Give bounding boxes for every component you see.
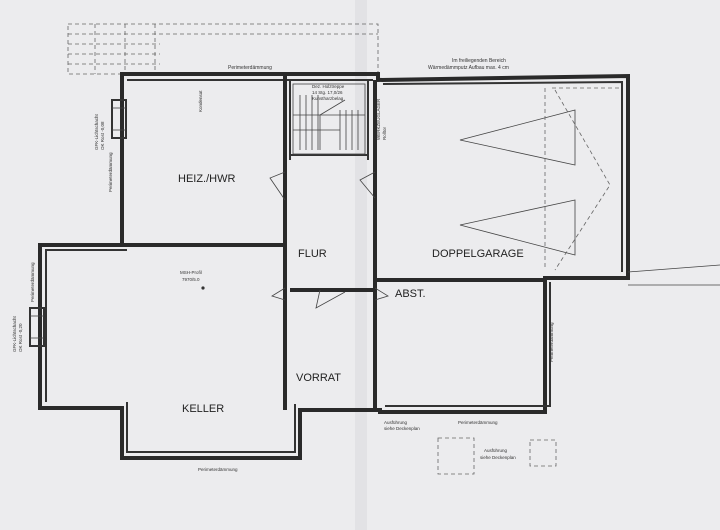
ausf-1-line-2: siehe Deckenplan (384, 426, 420, 431)
msh-label-2: 7970/5.0 (182, 277, 200, 282)
ausf-2-line-1: Ausführung (484, 448, 508, 453)
garage-note-1: Im freiliegenden Bereich (452, 58, 506, 64)
doors (269, 171, 389, 309)
lichtschacht-mid-2: OK Rost -0,20 (18, 323, 23, 352)
room-label-abst: ABST. (395, 288, 426, 300)
light-shaft-top (111, 99, 127, 139)
ceiling-opening-1 (437, 437, 475, 475)
perimeter-top-label: Perimeterdämmung (228, 65, 272, 71)
perimeter-bottom-left-label: Perimeterdämmung (198, 467, 238, 472)
stair-note-3: Kunstharzbelag (312, 96, 344, 101)
room-label-vorrat: VORRAT (296, 372, 341, 384)
werkzeug-label-2: Rolltor (382, 126, 387, 140)
perimeter-right-label: Perimeterdämmung (549, 322, 554, 362)
perimeter-left-top-label: Perimeterdämmung (108, 152, 113, 192)
lichtschacht-top-2: OK Rost -0,08 (100, 121, 105, 150)
kondensat-label: Kondensat (198, 90, 203, 112)
msh-label-1: MSH-Profil (180, 270, 202, 275)
lichtschacht-mid-1: GFK-Lichtschacht (12, 315, 17, 352)
ausf-2-line-2: siehe Deckenplan (480, 455, 516, 460)
room-label-heiz: HEIZ./HWR (178, 173, 235, 185)
outer-wall-inner-line (45, 79, 623, 453)
light-shaft-mid (29, 307, 45, 347)
ausf-1-line-1: Ausführung (384, 420, 408, 425)
room-label-doppelgarage: DOPPELGARAGE (432, 248, 524, 260)
stair-note-1: Dez. Holztreppe (312, 84, 345, 89)
garage-note-2: Wärmedämmputz Aufbau max. 4 cm (428, 65, 509, 71)
msh-point-icon (201, 286, 205, 290)
outer-wall (38, 72, 630, 460)
boundary-line (627, 264, 720, 273)
werkzeug-label-1: WERKZEUGLAGER (376, 98, 381, 140)
perimeter-bottom-right-label: Perimeterdämmung (458, 420, 498, 425)
perimeter-left-mid-label: Perimeterdämmung (30, 262, 35, 302)
lichtschacht-top-1: GFK-Lichtschacht (94, 113, 99, 150)
room-label-flur: FLUR (298, 248, 327, 260)
staircase (292, 83, 366, 155)
stair-note-2: 14 Stg. 17,0/26 (312, 90, 343, 95)
room-label-keller: KELLER (182, 403, 224, 415)
ceiling-opening-2 (529, 439, 557, 467)
interior-walls (122, 74, 545, 410)
garage-car-marks (459, 87, 620, 271)
